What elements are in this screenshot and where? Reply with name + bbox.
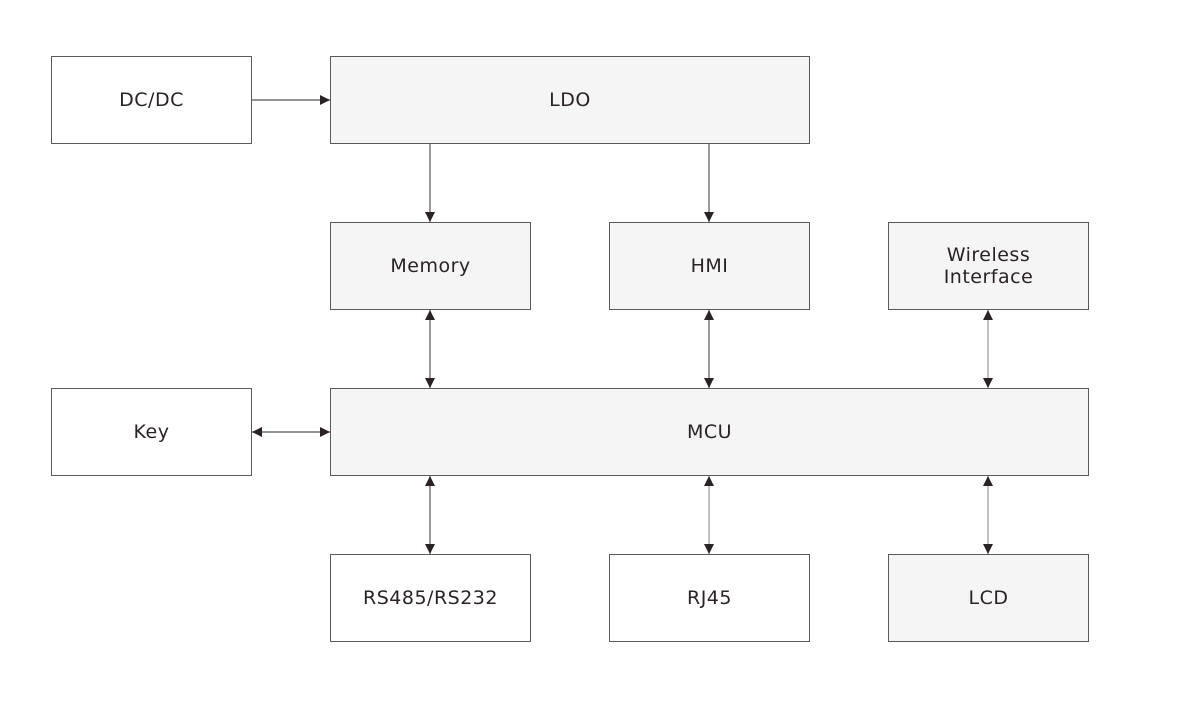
block-label: DC/DC — [119, 89, 184, 111]
block-label: LCD — [968, 587, 1009, 609]
block-label: Key — [133, 421, 170, 443]
block-label: Wireless Interface — [943, 244, 1034, 288]
block-wireless-interface: Wireless Interface — [888, 222, 1089, 310]
block-label: RS485/RS232 — [363, 587, 498, 609]
block-label: LDO — [549, 89, 591, 111]
block-rj45: RJ45 — [609, 554, 810, 642]
block-key: Key — [51, 388, 252, 476]
block-label: HMI — [690, 255, 729, 277]
block-lcd: LCD — [888, 554, 1089, 642]
block-label: Memory — [390, 255, 471, 277]
block-hmi: HMI — [609, 222, 810, 310]
block-mcu: MCU — [330, 388, 1089, 476]
block-rs485-rs232: RS485/RS232 — [330, 554, 531, 642]
block-memory: Memory — [330, 222, 531, 310]
block-ldo: LDO — [330, 56, 810, 144]
block-label: MCU — [686, 421, 733, 443]
block-label: RJ45 — [687, 587, 732, 609]
block-dcdc: DC/DC — [51, 56, 252, 144]
